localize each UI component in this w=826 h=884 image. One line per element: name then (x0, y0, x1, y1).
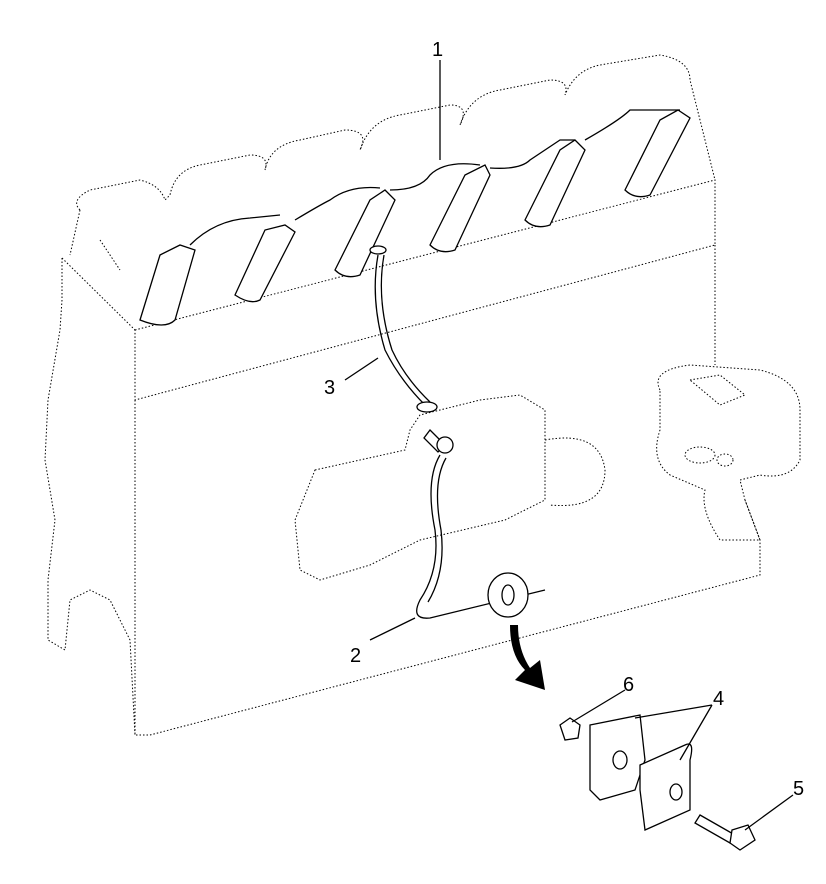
callout-2: 2 (350, 645, 361, 667)
callout-1: 1 (432, 39, 443, 61)
detail-arrow-icon (510, 625, 545, 690)
pipe-3 (374, 254, 431, 406)
leak-off-pipe (189, 109, 680, 246)
callout-6: 6 (623, 674, 634, 696)
engine-block-outline (44, 54, 801, 736)
leader-lines (344, 60, 794, 831)
callout-3: 3 (324, 377, 335, 399)
callout-5: 5 (793, 778, 804, 800)
pipe-2 (416, 454, 546, 619)
injectors (139, 109, 691, 326)
callout-4: 4 (713, 688, 724, 710)
clamp-detail (559, 714, 756, 851)
